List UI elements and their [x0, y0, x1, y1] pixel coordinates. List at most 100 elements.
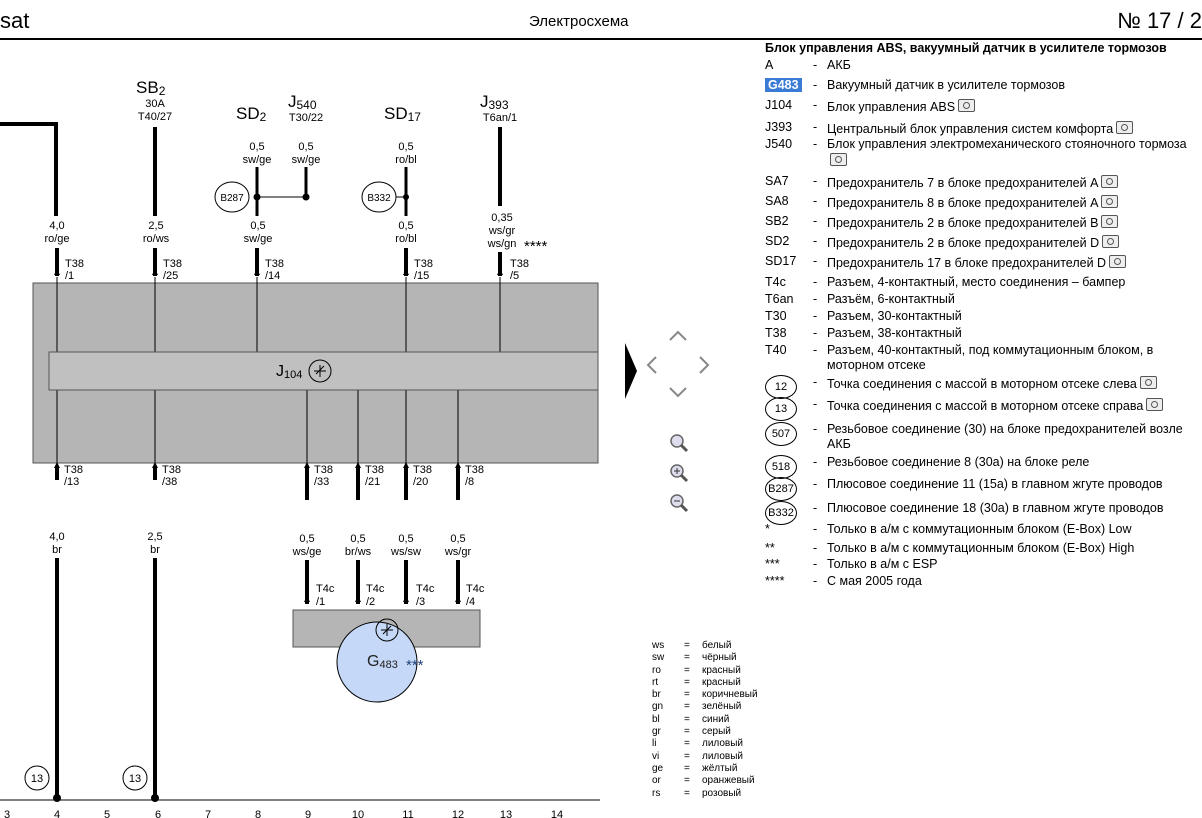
legend-item[interactable]: ****-С мая 2005 года [765, 574, 1197, 589]
ground-point [122, 765, 148, 791]
color-code: br [652, 689, 661, 701]
color-code-row: rt=красный [652, 677, 758, 689]
camera-icon[interactable] [1146, 398, 1164, 411]
connector-sub: /5 [510, 270, 519, 282]
color-code-row: or=оранжевый [652, 775, 758, 787]
camera-icon[interactable] [1101, 215, 1119, 228]
wire-size: 0,5 [398, 533, 413, 545]
lower-connectors [55, 466, 460, 500]
legend-item[interactable]: SB2-Предохранитель 2 в блоке предохранит… [765, 214, 1197, 231]
legend-separator: - [813, 375, 818, 389]
legend-item[interactable]: B287-Плюсовое соединение 11 (15a) в глав… [765, 477, 1197, 501]
pan-down-icon[interactable] [669, 387, 687, 398]
legend-item[interactable]: T38-Разъем, 38-контактный [765, 326, 1197, 341]
wire-j540-size: 0,5 [298, 141, 313, 153]
connector-pin: T38 [64, 464, 83, 476]
legend-item[interactable]: SA8-Предохранитель 8 в блоке предохранит… [765, 194, 1197, 211]
svg-text:9: 9 [305, 809, 311, 818]
equals-sign: = [684, 787, 690, 799]
legend-description: Плюсовое соединение 11 (15a) в главном ж… [827, 477, 1163, 491]
legend-item[interactable]: *-Только в а/м с коммутационным блоком (… [765, 522, 1197, 537]
camera-icon[interactable] [1102, 235, 1120, 248]
equals-sign: = [684, 652, 690, 664]
legend-code: J393 [765, 120, 793, 134]
component-legend: Блок управления ABS, вакуумный датчик в … [765, 41, 1202, 588]
svg-text:4: 4 [54, 809, 60, 818]
connector-sub: /15 [414, 270, 429, 282]
pin-arrows [54, 462, 461, 468]
equals-sign: = [684, 750, 690, 762]
zoom-in-icon[interactable] [668, 462, 690, 484]
color-code-row: rs=розовый [652, 788, 758, 800]
legend-item[interactable]: 12-Точка соединения с массой в моторном … [765, 375, 1197, 399]
zoom-fit-icon[interactable] [668, 432, 690, 454]
legend-item[interactable]: T4c-Разъем, 4-контактный, место соединен… [765, 275, 1197, 290]
equals-sign: = [684, 762, 690, 774]
legend-code: SD2 [765, 234, 790, 248]
svg-text:12: 12 [452, 809, 464, 818]
legend-code: J104 [765, 98, 793, 112]
legend-item[interactable]: A-АКБ [765, 58, 1197, 73]
legend-code: T6an [765, 292, 794, 306]
legend-item[interactable]: ***-Только в а/м с ESP [765, 557, 1197, 572]
legend-description: Разъем, 40-контактный, под коммутационны… [827, 343, 1154, 372]
camera-icon[interactable] [1109, 255, 1127, 268]
camera-icon[interactable] [958, 99, 976, 112]
color-code-row: ge=жёлтый [652, 763, 758, 775]
legend-item[interactable]: G483-Вакуумный датчик в усилителе тормоз… [765, 78, 1197, 93]
legend-item[interactable]: 518-Резьбовое соединение 8 (30a) на блок… [765, 455, 1197, 479]
svg-text:3: 3 [4, 809, 10, 818]
connector-sub: /8 [465, 476, 474, 488]
camera-icon[interactable] [1116, 121, 1134, 134]
legend-item[interactable]: J393-Центральный блок управления систем … [765, 120, 1197, 137]
legend-item[interactable]: **-Только в а/м с коммутационным блоком … [765, 541, 1197, 556]
legend-item[interactable]: J540-Блок управления электромеханическог… [765, 137, 1197, 169]
svg-text:7: 7 [205, 809, 211, 818]
legend-item[interactable]: SA7-Предохранитель 7 в блоке предохранит… [765, 174, 1197, 191]
legend-item[interactable]: 507-Резьбовое соединение (30) на блоке п… [765, 422, 1197, 452]
legend-item[interactable]: SD17-Предохранитель 17 в блоке предохран… [765, 254, 1197, 271]
wire-j540-color: sw/ge [292, 154, 321, 166]
pan-left-icon[interactable] [646, 356, 657, 374]
connector-sub: /21 [365, 476, 380, 488]
color-name: лиловый [702, 738, 744, 750]
camera-icon[interactable] [830, 153, 847, 166]
camera-icon[interactable] [1101, 175, 1119, 188]
legend-code: 13 [765, 397, 813, 421]
header-page-number: № 17 / 2 [1117, 8, 1202, 33]
wire-color: ws/gr [444, 546, 472, 558]
zoom-out-icon[interactable] [668, 492, 690, 514]
color-code: sw [652, 652, 665, 664]
ruler: 3 4 5 6 7 8 9 10 11 12 13 14 [4, 809, 563, 818]
legend-separator: - [813, 174, 818, 188]
camera-icon[interactable] [1139, 376, 1157, 389]
legend-description: Точка соединения с массой в моторном отс… [827, 375, 1197, 392]
legend-item[interactable]: T40-Разъем, 40-контактный, под коммутаци… [765, 343, 1197, 373]
sensor-g483 [336, 621, 418, 703]
legend-description: Блок управления электромеханического сто… [827, 137, 1197, 169]
legend-item[interactable]: T6an-Разъём, 6-контактный [765, 292, 1197, 307]
pan-right-icon[interactable] [699, 356, 710, 374]
legend-item[interactable]: 13-Точка соединения с массой в моторном … [765, 397, 1197, 421]
equals-sign: = [684, 775, 690, 787]
wire-color: br/ws [345, 546, 372, 558]
wire-color: ws/gn [487, 238, 517, 250]
color-name: лиловый [702, 750, 744, 762]
color-code: rs [652, 787, 661, 799]
legend-code: *** [765, 557, 780, 571]
sensor-g483-label: G483 [367, 653, 398, 671]
sd17-label: SD17 [384, 104, 421, 124]
camera-icon[interactable] [1101, 195, 1119, 208]
next-page-icon[interactable] [625, 343, 637, 399]
svg-text:5: 5 [104, 809, 110, 818]
legend-description: Разъем, 38-контактный [827, 326, 962, 340]
legend-item[interactable]: J104-Блок управления ABS [765, 98, 1197, 115]
legend-code: T38 [765, 326, 787, 340]
pan-control [646, 330, 710, 398]
legend-item[interactable]: B332-Плюсовое соединение 18 (30a) в глав… [765, 501, 1197, 525]
legend-item[interactable]: T30-Разъем, 30-контактный [765, 309, 1197, 324]
pan-up-icon[interactable] [669, 330, 687, 341]
legend-separator: - [813, 98, 818, 112]
legend-code: **** [765, 574, 785, 588]
legend-item[interactable]: SD2-Предохранитель 2 в блоке предохранит… [765, 234, 1197, 251]
